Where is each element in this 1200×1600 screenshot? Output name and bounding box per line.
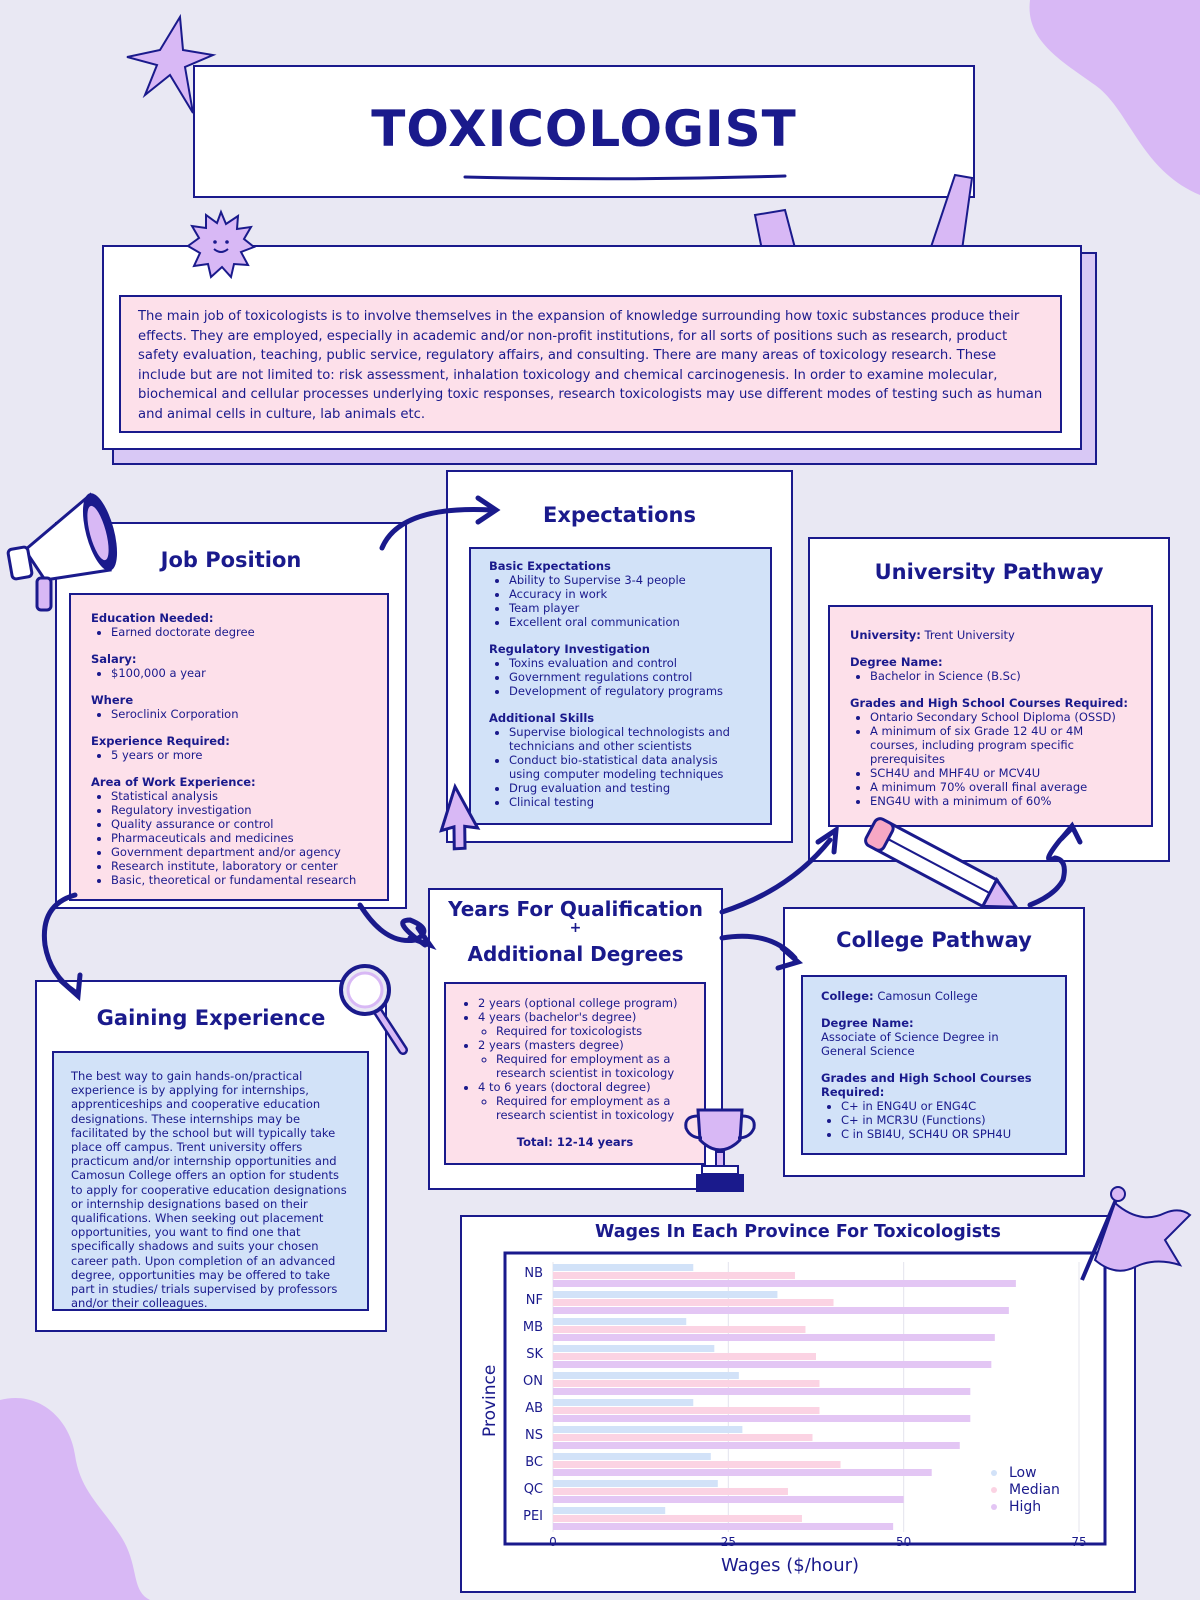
list-item: Supervise biological technologists and t… [509, 725, 752, 753]
cursor-icon [439, 782, 481, 851]
gaining-experience-heading: Gaining Experience [96, 1006, 326, 1030]
list-item: Quality assurance or control [111, 817, 367, 831]
title-underline-decoration [463, 174, 787, 181]
list-item: 2 years (masters degree) [478, 1038, 692, 1052]
chart-xlabel: Wages ($/hour) [720, 1555, 860, 1576]
megaphone-icon [6, 492, 118, 612]
university-panel: University: Trent University Degree Name… [828, 605, 1153, 827]
list-item: Seroclinix Corporation [111, 707, 367, 721]
list-item: $100,000 a year [111, 666, 367, 680]
college-degree-label: Degree Name: [821, 1016, 914, 1030]
college-grades-label: Grades and High School Courses Required: [821, 1071, 1032, 1099]
years-heading-line1: Years For Qualification [448, 897, 703, 921]
tape-decoration [753, 173, 974, 252]
list-item: A minimum of six Grade 12 4U or 4M cours… [870, 724, 1131, 766]
list-item: Required for toxicologists [496, 1024, 692, 1038]
smiley-sun-icon [186, 209, 256, 280]
job-position-panel: Education Needed: Earned doctorate degre… [69, 593, 389, 901]
college-panel: College: Camosun College Degree Name: As… [801, 975, 1067, 1155]
list-item: Ability to Supervise 3-4 people [509, 573, 752, 587]
intro-text: The main job of toxicologists is to invo… [138, 309, 1043, 422]
list-item: Accuracy in work [509, 587, 752, 601]
intro-panel: The main job of toxicologists is to invo… [119, 295, 1062, 433]
expectations-heading: Expectations [543, 503, 696, 527]
list-item: Conduct bio-statistical data analysis us… [509, 753, 752, 781]
university-label: University: [850, 628, 921, 642]
list-item: Development of regulatory programs [509, 684, 752, 698]
page-title: TOXICOLOGIST [371, 100, 797, 158]
list-item: Basic, theoretical or fundamental resear… [111, 873, 367, 887]
basic-expectations-label: Basic Expectations [489, 559, 611, 573]
starburst-icon [126, 13, 217, 114]
list-item: Ontario Secondary School Diploma (OSSD) [870, 710, 1131, 724]
list-item: C in SBI4U, SCH4U OR SPH4U [841, 1127, 1047, 1141]
list-item: Excellent oral communication [509, 615, 752, 629]
title-card [193, 65, 975, 198]
flag-icon [1080, 1186, 1192, 1281]
list-item: Earned doctorate degree [111, 625, 367, 639]
college-label: College: [821, 989, 874, 1003]
skills-label: Additional Skills [489, 711, 595, 725]
degree-label: Degree Name: [850, 655, 943, 669]
salary-label: Salary: [91, 652, 137, 666]
years-heading-line2: Additional Degrees [467, 942, 684, 966]
chart-ylabel: Province [480, 1364, 500, 1437]
gaining-experience-panel: The best way to gain hands-on/practical … [52, 1051, 369, 1311]
area-label: Area of Work Experience: [91, 775, 256, 789]
grades-label: Grades and High School Courses Required: [850, 696, 1128, 710]
list-item: A minimum 70% overall final average [870, 780, 1131, 794]
gaining-experience-text: The best way to gain hands-on/practical … [71, 1069, 347, 1311]
list-item: Pharmaceuticals and medicines [111, 831, 367, 845]
list-item: Bachelor in Science (B.Sc) [870, 669, 1131, 683]
list-item: Team player [509, 601, 752, 615]
list-item: C+ in MCR3U (Functions) [841, 1113, 1047, 1127]
education-label: Education Needed: [91, 611, 214, 625]
college-heading: College Pathway [836, 928, 1032, 952]
list-item: 5 years or more [111, 748, 367, 762]
list-item: Government regulations control [509, 670, 752, 684]
blob-top-right-decoration [1029, 0, 1200, 195]
years-heading-plus: + [569, 920, 582, 936]
college-degree-name: Associate of Science Degree in General S… [821, 1030, 999, 1058]
magnifying-glass-icon [339, 964, 408, 1055]
job-position-heading: Job Position [160, 548, 302, 572]
list-item: ENG4U with a minimum of 60% [870, 794, 1131, 808]
list-item: 2 years (optional college program) [478, 996, 692, 1010]
experience-label: Experience Required: [91, 734, 230, 748]
list-item: Clinical testing [509, 795, 752, 809]
list-item: SCH4U and MHF4U or MCV4U [870, 766, 1131, 780]
expectations-panel: Basic Expectations Ability to Supervise … [469, 547, 772, 825]
years-total: Total: 12-14 years [516, 1135, 634, 1149]
years-panel: 2 years (optional college program) 4 yea… [444, 982, 706, 1165]
list-item: 4 years (bachelor's degree) [478, 1010, 692, 1024]
list-item: Required for employment as a research sc… [496, 1094, 692, 1122]
list-item: Drug evaluation and testing [509, 781, 752, 795]
university-heading: University Pathway [874, 560, 1104, 584]
college-name: Camosun College [877, 989, 978, 1003]
chart-title: Wages In Each Province For Toxicologists [595, 1222, 1001, 1242]
where-label: Where [91, 693, 134, 707]
list-item: Regulatory investigation [111, 803, 367, 817]
list-item: Toxins evaluation and control [509, 656, 752, 670]
list-item: 4 to 6 years (doctoral degree) [478, 1080, 692, 1094]
list-item: Research institute, laboratory or center [111, 859, 367, 873]
university-name: Trent University [924, 628, 1015, 642]
wages-chart-card [460, 1215, 1136, 1593]
list-item: C+ in ENG4U or ENG4C [841, 1099, 1047, 1113]
blob-bottom-left-decoration [0, 1398, 150, 1600]
pencil-icon [864, 817, 1020, 909]
list-item: Statistical analysis [111, 789, 367, 803]
regulatory-label: Regulatory Investigation [489, 642, 650, 656]
list-item: Required for employment as a research sc… [496, 1052, 692, 1080]
list-item: Government department and/or agency [111, 845, 367, 859]
trophy-icon [684, 1108, 756, 1192]
